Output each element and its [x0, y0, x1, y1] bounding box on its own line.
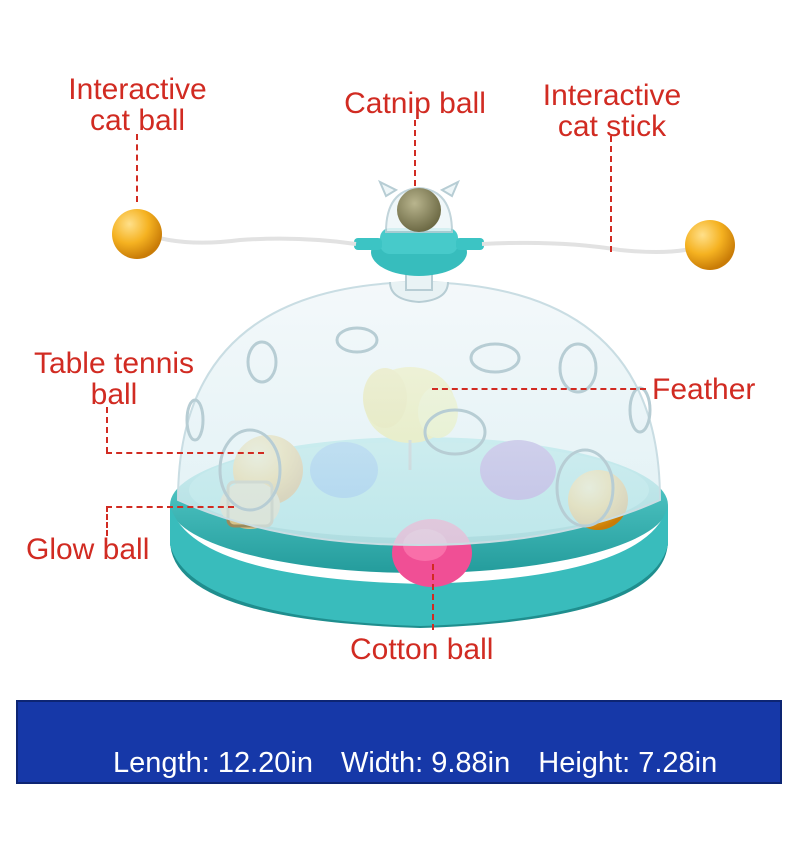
specifications-box: Length: 12.20in Width: 9.88in Height: 7.28… [16, 700, 782, 817]
cat-ball-left [112, 209, 162, 259]
transparent-dome [176, 280, 662, 547]
label-interactive-cat-stick: Interactive cat stick [542, 79, 682, 143]
spec-length: Length: 12.20in [113, 747, 313, 779]
callout-line-interactive-cat-ball [136, 134, 138, 202]
label-feather: Feather [652, 373, 756, 406]
callout-line-interactive-cat-stick [610, 136, 612, 252]
callout-line-feather [432, 388, 646, 390]
callout-line-glow-ball-h [106, 506, 234, 508]
label-interactive-cat-ball: Interactive cat ball [68, 73, 207, 137]
callout-line-table-tennis-v [106, 407, 108, 453]
interactive-stick [112, 209, 735, 270]
catnip-mount [354, 179, 484, 291]
callout-line-table-tennis-h [106, 452, 264, 454]
spec-dimensions-line: Length: 12.20in Width: 9.88in Height: 7.28… [18, 706, 780, 779]
spec-width: Width: 9.88in [340, 747, 511, 779]
label-cotton-ball: Cotton ball [350, 633, 494, 666]
spec-height: Height: 7.28in [538, 747, 718, 779]
callout-line-catnip-ball [414, 120, 416, 186]
catnip-ball [397, 188, 441, 232]
label-table-tennis-ball: Table tennis ball [33, 347, 195, 411]
callout-line-glow-ball-v [106, 506, 108, 536]
label-glow-ball: Glow ball [26, 533, 150, 566]
spec-weight: Total weight: 1.28lb [290, 785, 540, 817]
cat-ball-right [685, 220, 735, 270]
label-catnip-ball: Catnip ball [344, 87, 486, 120]
callout-line-cotton-ball [432, 564, 434, 630]
